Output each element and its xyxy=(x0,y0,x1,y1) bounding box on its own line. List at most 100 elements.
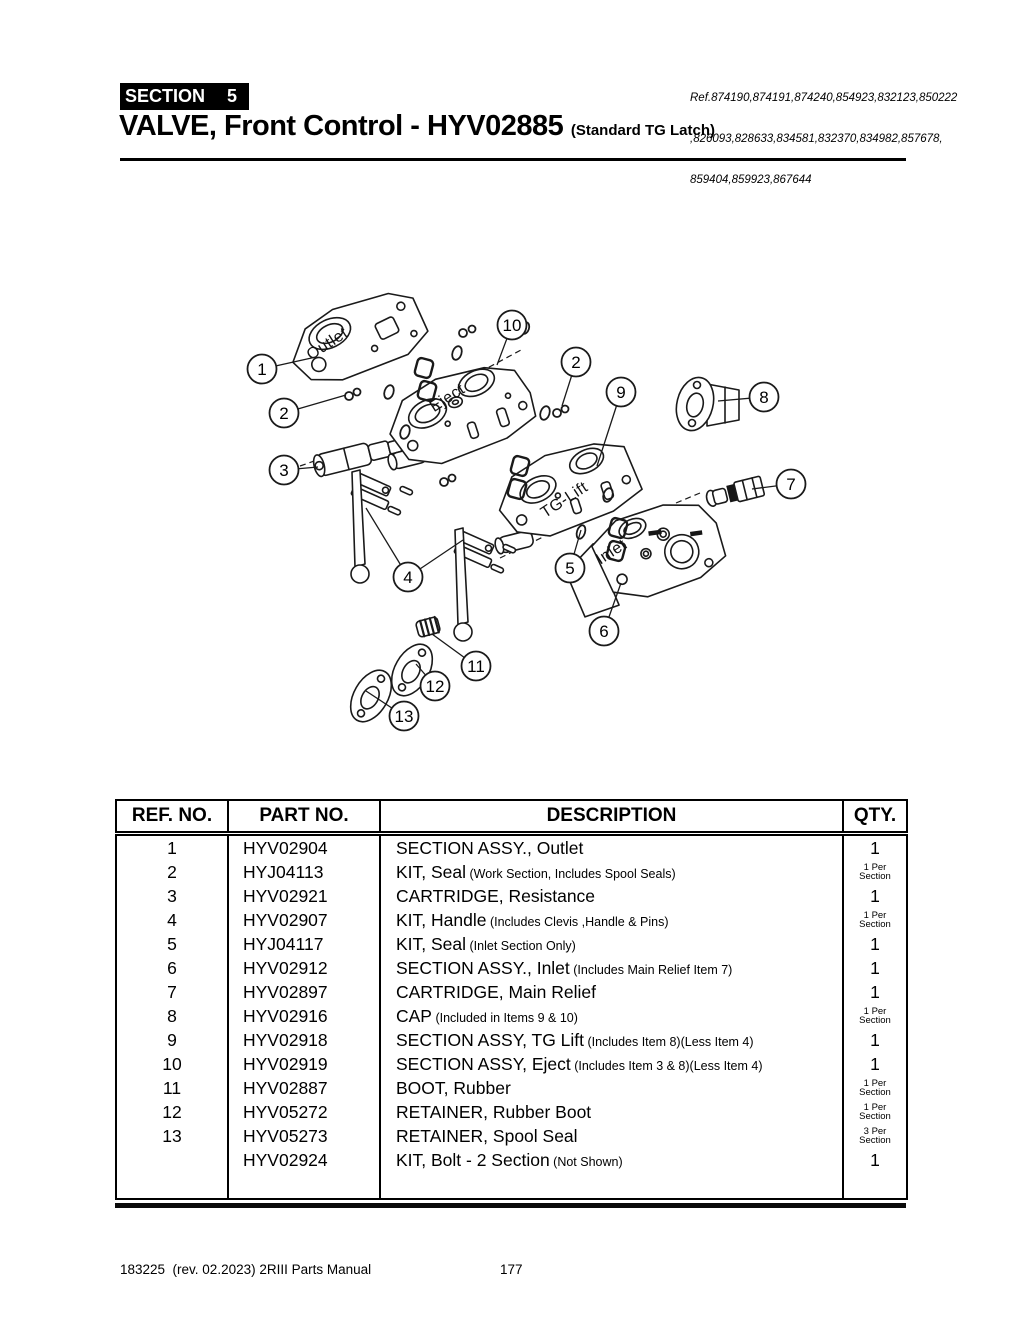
ref-no-cell: 3 xyxy=(115,884,229,908)
callout-number: 8 xyxy=(759,388,768,407)
eject-section-drawing xyxy=(389,366,537,465)
callout-number: 9 xyxy=(616,383,625,402)
header-description: DESCRIPTION xyxy=(379,799,844,836)
footer-page-number: 177 xyxy=(500,1262,523,1277)
callout-1: 1 xyxy=(246,353,317,385)
callout-2: 2 xyxy=(268,394,347,429)
callout-number: 4 xyxy=(403,568,412,587)
description-cell: KIT, Handle (Includes Clevis ,Handle & P… xyxy=(379,908,844,932)
description-cell: RETAINER, Rubber Boot xyxy=(379,1100,844,1124)
callout-2: 2 xyxy=(560,346,592,407)
page-title-main: VALVE, Front Control - HYV02885 xyxy=(119,110,564,142)
page-title-suffix: (Standard TG Latch) xyxy=(570,122,716,139)
description-cell: SECTION ASSY., Outlet xyxy=(379,833,844,860)
qty-cell: 1 xyxy=(842,1028,908,1052)
ref-no-cell: 8 xyxy=(115,1004,229,1028)
qty-cell: 1 xyxy=(842,1052,908,1076)
callout-number: 1 xyxy=(257,360,266,379)
callout-number: 6 xyxy=(599,622,608,641)
qty-cell: 1 xyxy=(842,932,908,956)
description-note: (Includes Main Relief Item 7) xyxy=(569,962,733,977)
description-note: (Includes Clevis ,Handle & Pins) xyxy=(486,914,669,929)
ref-no-cell: 13 xyxy=(115,1124,229,1148)
section-badge-number: 5 xyxy=(226,86,237,106)
ref-no-cell: 2 xyxy=(115,860,229,884)
ref-no-cell: 1 xyxy=(115,833,229,860)
part-no-cell: HYV02897 xyxy=(227,980,381,1004)
callout-13: 13 xyxy=(365,690,420,732)
ref-no-cell: 10 xyxy=(115,1052,229,1076)
description-cell: BOOT, Rubber xyxy=(379,1076,844,1100)
cap-drawing xyxy=(675,376,740,432)
qty-cell: 1 xyxy=(842,980,908,1004)
callout-number: 12 xyxy=(426,677,445,696)
callout-4: 4 xyxy=(365,507,464,593)
ref-no-cell: 9 xyxy=(115,1028,229,1052)
part-no-cell: HYV02904 xyxy=(227,833,381,860)
part-no-cell: HYV02912 xyxy=(227,956,381,980)
callout-12: 12 xyxy=(415,663,451,702)
callout-8: 8 xyxy=(717,381,780,413)
ref-no-cell: 7 xyxy=(115,980,229,1004)
resistance-cartridge-drawing xyxy=(312,439,403,478)
callout-7: 7 xyxy=(751,468,807,500)
part-no-cell: HYV02887 xyxy=(227,1076,381,1100)
callout-number: 11 xyxy=(467,657,485,676)
callout-number: 2 xyxy=(279,404,288,423)
part-no-cell: HYV02916 xyxy=(227,1004,381,1028)
callout-10: 10 xyxy=(496,309,528,366)
description-cell: CARTRIDGE, Resistance xyxy=(379,884,844,908)
title-divider xyxy=(120,158,906,161)
bottom-divider xyxy=(115,1203,906,1208)
description-cell: KIT, Bolt - 2 Section (Not Shown) xyxy=(379,1148,844,1172)
part-no-cell: HYV02907 xyxy=(227,908,381,932)
ref-no-cell: 6 xyxy=(115,956,229,980)
table-header-row: REF. NO. PART NO. DESCRIPTION QTY. xyxy=(115,799,908,836)
part-no-cell: HYV02924 xyxy=(227,1148,381,1172)
section-badge-label: SECTION xyxy=(125,86,206,106)
description-cell: KIT, Seal (Inlet Section Only) xyxy=(379,932,844,956)
footer-manual-info: 183225 (rev. 02.2023) 2RIII Parts Manual xyxy=(120,1262,372,1277)
callout-number: 7 xyxy=(786,475,795,494)
header-ref-no: REF. NO. xyxy=(115,799,229,836)
qty-cell: 1 xyxy=(842,1148,908,1172)
ref-no-cell xyxy=(115,1148,229,1172)
part-no-cell: HYV02918 xyxy=(227,1028,381,1052)
header-part-no: PART NO. xyxy=(227,799,381,836)
header-qty: QTY. xyxy=(842,799,908,836)
main-relief-cartridge-drawing xyxy=(705,475,766,507)
description-cell: KIT, Seal (Work Section, Includes Spool … xyxy=(379,860,844,884)
ref-line: Ref.874190,874191,874240,854923,832123,8… xyxy=(690,91,958,104)
ref-line: 859404,859923,867644 xyxy=(690,174,812,187)
table-filler-row xyxy=(115,1172,908,1200)
page-title: VALVE, Front Control - HYV02885 (Standar… xyxy=(119,110,715,143)
callout-11: 11 xyxy=(431,633,492,682)
description-note: (Inlet Section Only) xyxy=(466,938,576,953)
ref-no-cell: 5 xyxy=(115,932,229,956)
callout-3: 3 xyxy=(268,454,319,486)
callout-number: 10 xyxy=(503,316,522,335)
part-no-cell: HYJ04117 xyxy=(227,932,381,956)
description-cell: SECTION ASSY, Eject (Includes Item 3 & 8… xyxy=(379,1052,844,1076)
section-badge: SECTION 5 xyxy=(120,83,249,110)
description-cell: RETAINER, Spool Seal xyxy=(379,1124,844,1148)
spring-plug-drawing xyxy=(415,615,441,638)
ref-no-cell: 4 xyxy=(115,908,229,932)
